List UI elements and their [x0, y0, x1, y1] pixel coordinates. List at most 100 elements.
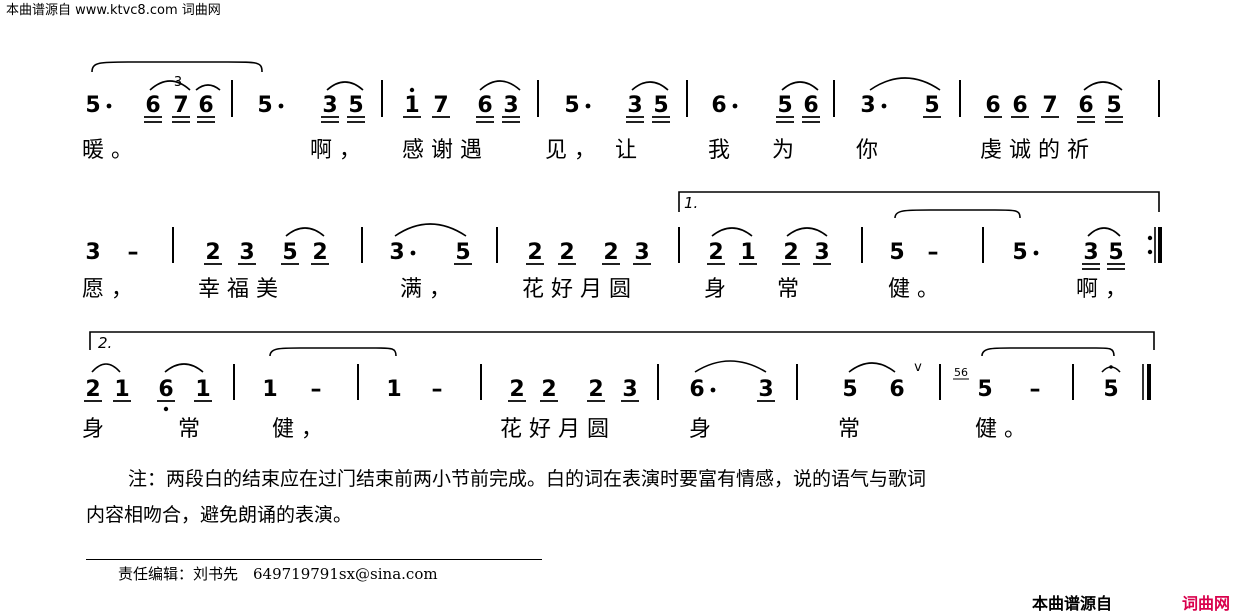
note-numeral: 3 — [860, 93, 875, 118]
fermata-dot — [1109, 365, 1113, 369]
note-numeral: 3 — [1083, 240, 1098, 265]
note-numeral: 5 — [653, 93, 668, 118]
lyric-text: 健， — [272, 417, 330, 442]
note-numeral: 5 — [1012, 240, 1027, 265]
row3-final-barline — [1142, 364, 1151, 400]
performance-note-line-2: 内容相吻合，避免朗诵的表演。 — [86, 504, 353, 526]
note-numeral: 5 — [889, 240, 904, 265]
lyric-text: 身 — [689, 417, 718, 442]
lyric-text: 愿， — [82, 277, 140, 302]
note-numeral: 1 — [262, 377, 277, 402]
note-numeral: 3 — [627, 93, 642, 118]
note-numeral: – — [432, 377, 443, 402]
note-numeral: 3 — [389, 240, 404, 265]
top-watermark: 本曲谱源自 www.ktvc8.com 词曲网 — [6, 3, 221, 18]
note-numeral: 2 — [708, 240, 723, 265]
triplet-mark: 3 — [174, 75, 182, 90]
lyric-text: 满， — [400, 277, 458, 302]
note-numeral: 6 — [985, 93, 1000, 118]
row2-slurs — [285, 209, 1121, 237]
note-numeral: 5 — [282, 240, 297, 265]
editor-credit: 责任编辑：刘书先 649719791sx@sina.com — [118, 565, 438, 583]
note-numeral: 7 — [1042, 93, 1057, 118]
volta-1-bracket — [678, 191, 1160, 212]
lyric-text: 常 — [838, 417, 867, 442]
note-numeral: 5 — [1103, 377, 1118, 402]
lyric-text: 见， — [545, 138, 603, 163]
brand-source-label: 本曲谱源自 — [1032, 594, 1113, 613]
note-numeral: 3 — [622, 377, 637, 402]
note-numeral: 2 — [85, 377, 100, 402]
row1-barlines — [231, 80, 1160, 117]
octave-high-dot — [409, 87, 415, 93]
lyric-text: 啊， — [1076, 277, 1134, 302]
note-numeral: 5 — [924, 93, 939, 118]
note-numeral: 2 — [783, 240, 798, 265]
lyric-text: 暖。 — [82, 138, 140, 163]
note-numeral: 3 — [239, 240, 254, 265]
note-numeral: – — [1030, 377, 1041, 402]
lyric-text: 我 — [708, 138, 737, 163]
note-numeral: 3 — [758, 377, 773, 402]
lyric-text: 感谢遇 — [402, 138, 489, 163]
note-numeral: 7 — [173, 93, 188, 118]
brand-site-name[interactable]: 词曲网 — [1182, 594, 1231, 613]
row2-barlines — [172, 227, 984, 263]
note-numeral: 5 — [842, 377, 857, 402]
note-numeral: 6 — [711, 93, 726, 118]
note-numeral: 6 — [198, 93, 213, 118]
note-numeral: 6 — [477, 93, 492, 118]
note-numeral: – — [128, 240, 139, 265]
lyric-text: 虔诚的祈 — [980, 138, 1096, 163]
jianpu-score: 3 1. 2. — [82, 61, 1162, 442]
row3-slurs — [91, 347, 1121, 373]
duration-dot — [710, 387, 716, 393]
note-numeral: 1 — [386, 377, 401, 402]
row2-repeat-end — [1147, 227, 1162, 263]
editor-separator — [86, 559, 542, 560]
note-numeral: 6 — [689, 377, 704, 402]
grace-notes: 56 — [954, 366, 968, 379]
duration-dot — [1033, 250, 1039, 256]
note-numeral: 5 — [977, 377, 992, 402]
note-numeral: 6 — [1078, 93, 1093, 118]
note-numeral: 2 — [603, 240, 618, 265]
duration-dot — [106, 103, 112, 109]
lyric-text: 幸福美 — [198, 277, 285, 302]
lyric-text: 健。 — [888, 277, 946, 302]
lyric-text: 为 — [772, 138, 801, 163]
octave-low-dot — [163, 406, 169, 412]
lyric-text: 健。 — [975, 417, 1033, 442]
volta-1-label: 1. — [684, 194, 698, 212]
duration-dot — [585, 103, 591, 109]
note-numeral: 2 — [541, 377, 556, 402]
lyric-text: 让 — [615, 138, 644, 163]
note-numeral: 5 — [1106, 93, 1121, 118]
lyric-text: 花好月圆 — [522, 277, 638, 302]
lyric-text: 花好月圆 — [500, 417, 616, 442]
duration-dot — [410, 250, 416, 256]
note-numeral: 3 — [634, 240, 649, 265]
note-numeral: 2 — [509, 377, 524, 402]
note-numeral: – — [928, 240, 939, 265]
note-numeral: 5 — [455, 240, 470, 265]
note-numeral: 6 — [145, 93, 160, 118]
note-numeral: 1 — [740, 240, 755, 265]
note-numeral: 3 — [814, 240, 829, 265]
lyric-text: 常 — [178, 417, 207, 442]
note-numeral: 5 — [564, 93, 579, 118]
performance-note-line-1: 注：两段白的结束应在过门结束前两小节前完成。白的词在表演时要富有情感，说的语气与… — [128, 468, 927, 490]
note-numeral: 5 — [348, 93, 363, 118]
lyric-text: 身 — [704, 277, 733, 302]
note-numeral: 3 — [85, 240, 100, 265]
row1-slurs — [91, 61, 1123, 91]
duration-dot — [732, 103, 738, 109]
note-numeral: 7 — [433, 93, 448, 118]
note-numeral: 6 — [1012, 93, 1027, 118]
note-numeral: 5 — [257, 93, 272, 118]
note-numeral: 5 — [85, 93, 100, 118]
note-numeral: 6 — [803, 93, 818, 118]
note-numeral: 6 — [889, 377, 904, 402]
volta-2-label: 2. — [98, 334, 112, 352]
